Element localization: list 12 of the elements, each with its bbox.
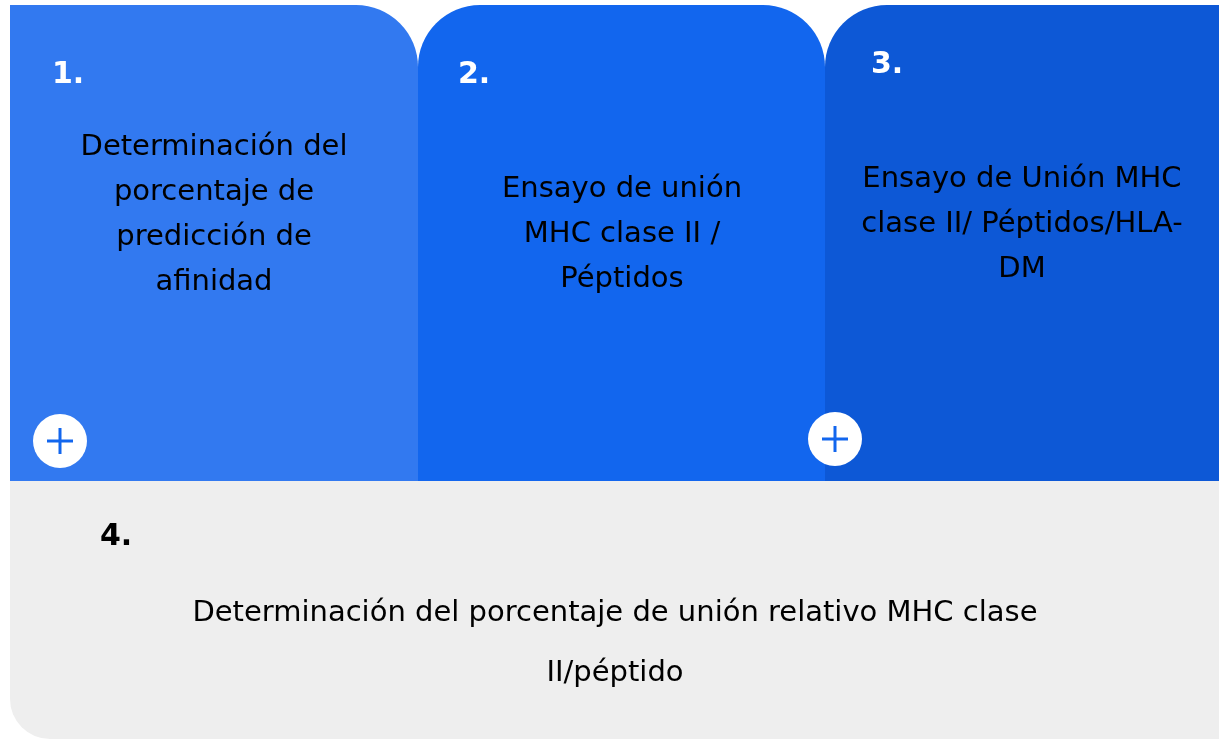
step-description: Determinación del porcentaje de unión relativo MHC clase II/péptido <box>191 593 1039 690</box>
step-panel <box>418 5 825 481</box>
step-number: 3. <box>871 45 904 80</box>
step-description: Ensayo de Unión MHC clase II/ Péptidos/HLA-DM <box>860 159 1184 286</box>
step-panel <box>825 5 1219 481</box>
step-description: Determinación del porcentaje de predicción de afinidad <box>79 127 349 299</box>
step-number: 1. <box>52 55 85 90</box>
step-panel <box>10 5 418 481</box>
step-number: 2. <box>458 55 491 90</box>
step-number: 4. <box>100 517 133 552</box>
step-description: Ensayo de unión MHC clase II / Péptidos <box>500 169 744 296</box>
result-panel <box>10 481 1219 739</box>
